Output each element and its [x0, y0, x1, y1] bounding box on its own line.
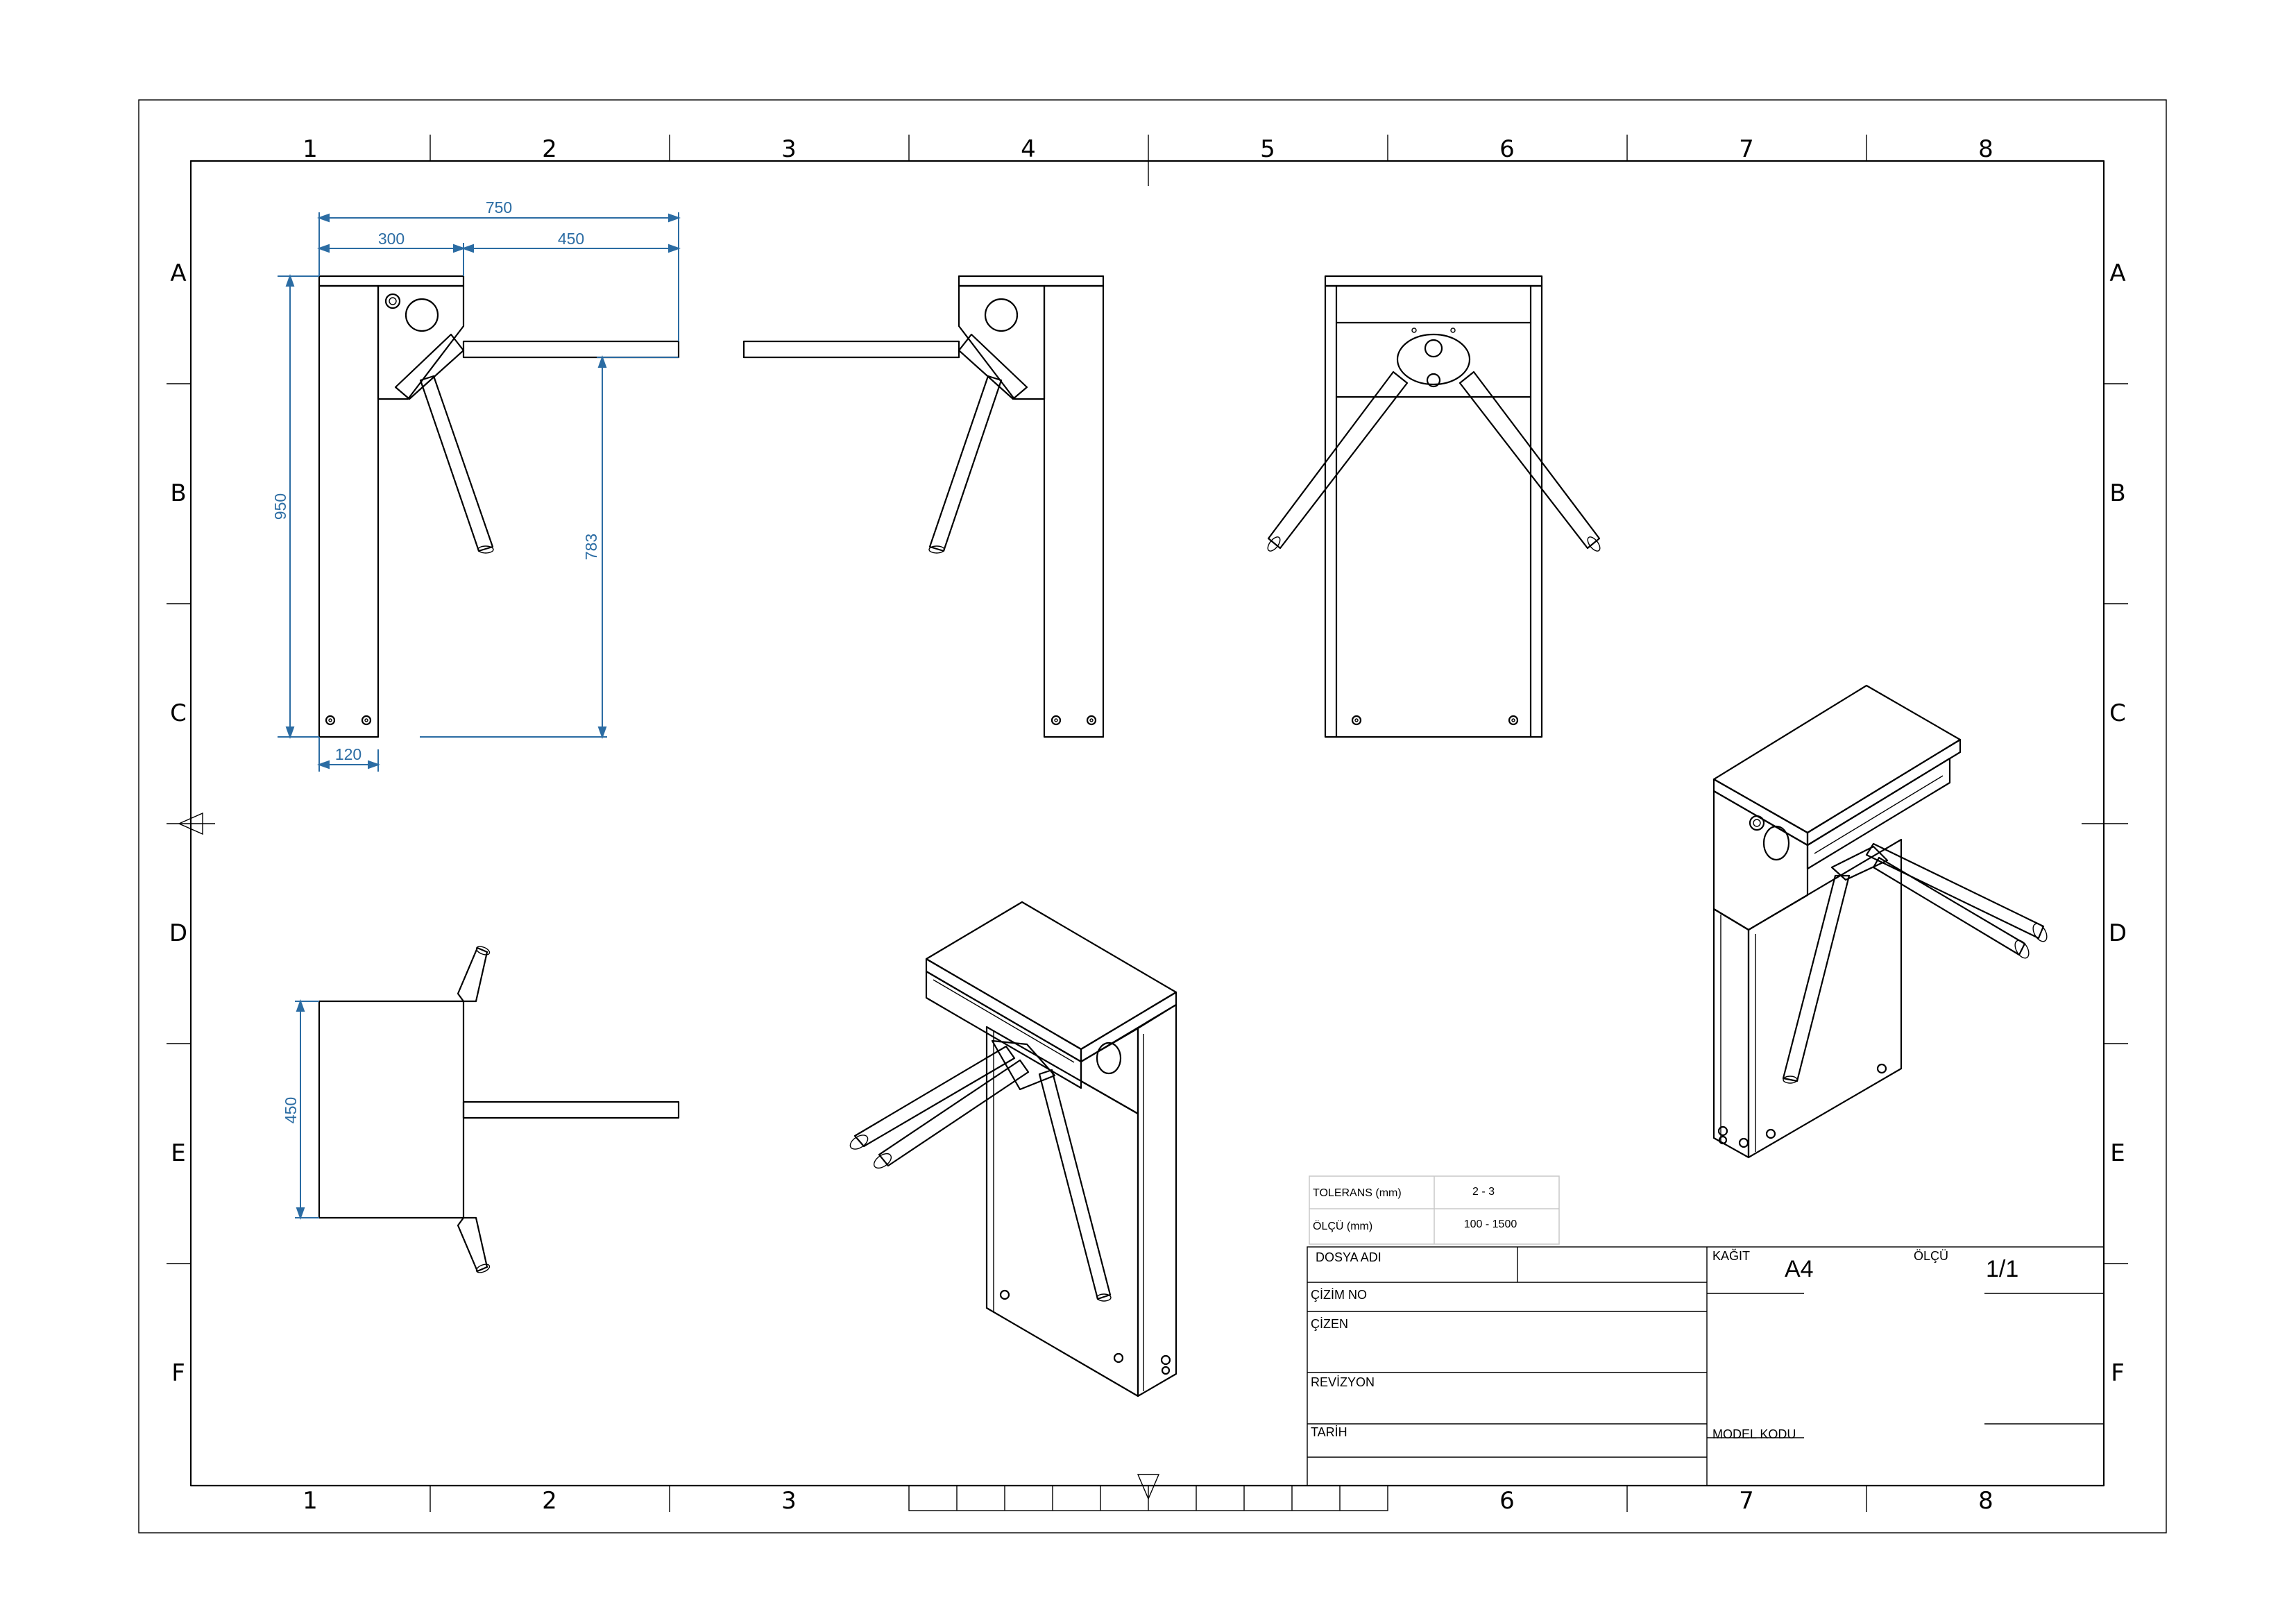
model-code-label: MODEL KODU	[1712, 1427, 1796, 1441]
zone-col-3: 3	[781, 135, 797, 163]
outer-frame	[138, 99, 2167, 1533]
zone-row-A: A	[170, 260, 186, 287]
row-labels-right: A B C D E F	[2109, 260, 2127, 1387]
zone-row-F-right: F	[2111, 1359, 2125, 1387]
zone-col-1: 1	[303, 135, 318, 163]
paper-value: A4	[1785, 1256, 1814, 1282]
column-labels-bottom: 1 2 3 6 7 8	[303, 1487, 1993, 1515]
dimension-lines	[278, 212, 681, 772]
zone-col-6: 6	[1499, 135, 1515, 163]
tolerance-label: TOLERANS (mm)	[1313, 1187, 1402, 1199]
bottom-centering-mark	[1137, 1474, 1160, 1500]
top-view-dimension	[295, 999, 319, 1220]
zone-row-A-right: A	[2109, 260, 2125, 287]
drawing-no-label: ÇİZİM NO	[1311, 1288, 1367, 1302]
isometric-view-back	[1712, 684, 2048, 1159]
paper-label: KAĞIT	[1712, 1248, 1750, 1263]
zone-col-2-bottom: 2	[542, 1487, 557, 1515]
scale-label: ÖLÇÜ	[1914, 1249, 1948, 1263]
zone-col-6-bottom: 6	[1499, 1487, 1515, 1515]
inner-frame	[189, 160, 2105, 1487]
top-view	[318, 946, 680, 1273]
zone-col-8-bottom: 8	[1978, 1487, 1993, 1515]
zone-col-7: 7	[1739, 135, 1754, 163]
zone-ticks	[167, 135, 2128, 1512]
row-labels-left: A B C D E F	[169, 260, 187, 1387]
tolerance-table: TOLERANS (mm) 2 - 3 ÖLÇÜ (mm) 100 - 1500	[1309, 1175, 1560, 1245]
dim-950: 950	[271, 493, 289, 520]
zone-col-5: 5	[1260, 135, 1275, 163]
isometric-view-front	[849, 901, 1177, 1397]
left-centering-mark	[178, 812, 203, 835]
zone-row-E-right: E	[2110, 1139, 2125, 1167]
dim-450: 450	[558, 230, 584, 248]
front-view	[1267, 275, 1601, 738]
tolerance-value: 2 - 3	[1472, 1186, 1495, 1198]
measure-value: 100 - 1500	[1464, 1218, 1517, 1230]
zone-col-8: 8	[1978, 135, 1993, 163]
zone-row-C-right: C	[2109, 699, 2126, 727]
zone-row-B-right: B	[2109, 479, 2125, 507]
dim-300: 300	[378, 230, 405, 248]
zone-col-1-bottom: 1	[303, 1487, 318, 1515]
file-name-label: DOSYA ADI	[1316, 1250, 1381, 1264]
dim-120: 120	[335, 745, 362, 763]
revision-label: REVİZYON	[1311, 1375, 1375, 1389]
title-block: DOSYA ADI ÇİZİM NO ÇİZEN REVİZYON TARİH …	[1307, 1246, 2104, 1486]
zone-col-3-bottom: 3	[781, 1487, 797, 1515]
measure-label: ÖLÇÜ (mm)	[1313, 1220, 1372, 1232]
scale-value: 1/1	[1986, 1256, 2018, 1282]
dim-750: 750	[486, 198, 512, 216]
zone-row-D: D	[169, 919, 187, 947]
zone-row-E: E	[171, 1139, 185, 1167]
scale-bar	[908, 1485, 1388, 1511]
zone-col-4: 4	[1021, 135, 1036, 163]
side-view-left	[318, 275, 680, 738]
date-label: TARİH	[1311, 1425, 1347, 1439]
zone-row-F: F	[171, 1359, 185, 1387]
zone-row-C: C	[170, 699, 187, 727]
column-labels-top: 1 2 3 4 5 6 7 8	[303, 135, 1993, 163]
zone-row-D-right: D	[2109, 919, 2127, 947]
zone-row-B: B	[170, 479, 186, 507]
drawn-by-label: ÇİZEN	[1311, 1317, 1348, 1331]
side-view-right	[742, 275, 1105, 738]
zone-col-7-bottom: 7	[1739, 1487, 1754, 1515]
zone-col-2: 2	[542, 135, 557, 163]
dim-783: 783	[582, 534, 600, 560]
dim-top-450: 450	[282, 1097, 300, 1123]
